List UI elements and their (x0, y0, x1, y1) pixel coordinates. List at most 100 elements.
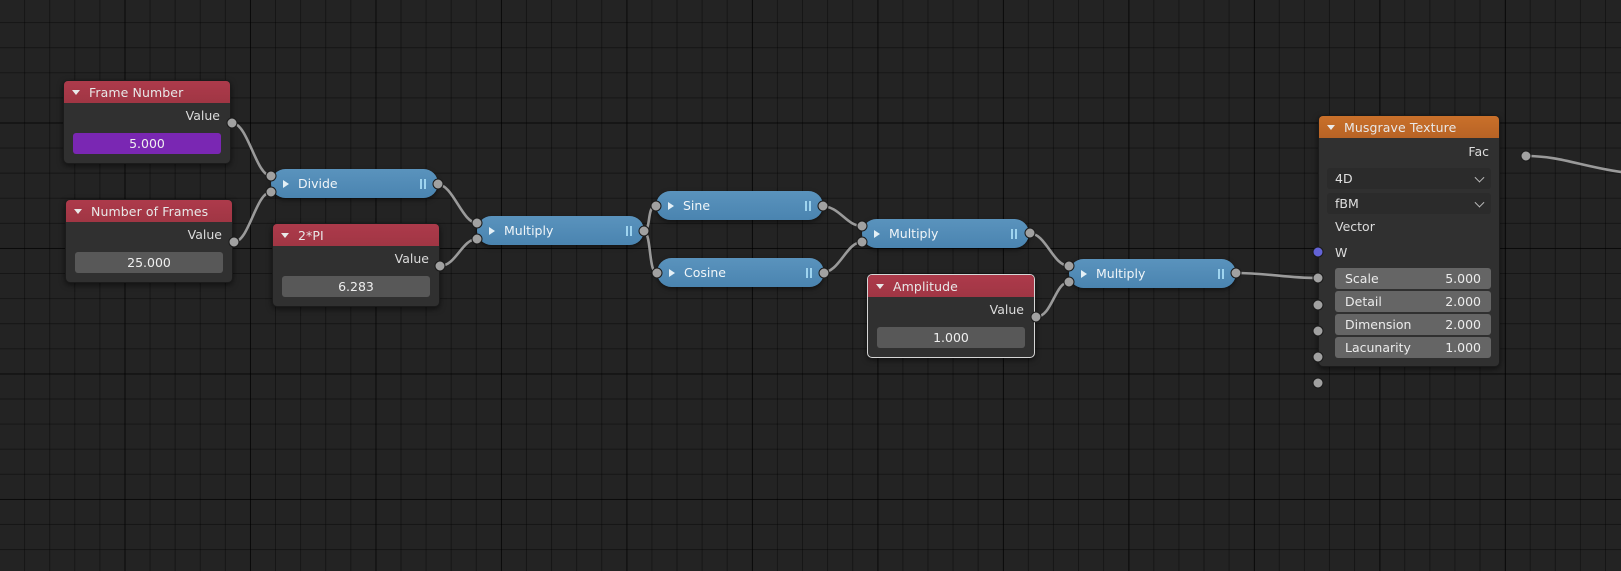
socket-in-divide-b[interactable] (265, 186, 277, 198)
output-label-value: Value (187, 227, 222, 242)
pause-icon (1218, 268, 1224, 279)
node-title: Cosine (684, 265, 726, 280)
dropdown-dimension-value: 4D (1335, 171, 1353, 186)
slider-dimension-label: Dimension (1345, 317, 1412, 332)
socket-in-cosine[interactable] (651, 267, 663, 279)
expand-triangle-icon[interactable] (668, 201, 674, 210)
node-body: Value 1.000 (868, 297, 1034, 348)
output-label-fac: Fac (1468, 144, 1489, 159)
node-header-musgrave-texture[interactable]: Musgrave Texture (1319, 116, 1499, 138)
socket-in-multiply-2-b[interactable] (856, 236, 868, 248)
node-title: Multiply (504, 223, 554, 238)
node-number-of-frames[interactable]: Number of Frames Value 25.000 (65, 199, 233, 283)
slider-detail[interactable]: Detail 2.000 (1335, 291, 1491, 312)
collapse-triangle-icon[interactable] (876, 283, 884, 289)
input-label-w: W (1335, 245, 1348, 260)
node-musgrave-texture[interactable]: Musgrave Texture Fac 4D fBM Vector W Sca… (1318, 115, 1500, 367)
node-body: Value 25.000 (66, 222, 232, 273)
pause-icon (1011, 228, 1017, 239)
slider-detail-value: 2.000 (1445, 294, 1481, 309)
value-field-frame-number[interactable]: 5.000 (73, 133, 221, 154)
node-title: Number of Frames (91, 203, 209, 219)
node-header-amplitude[interactable]: Amplitude (868, 275, 1034, 297)
node-multiply-1[interactable]: Multiply (477, 216, 644, 245)
socket-out-sine[interactable] (817, 200, 829, 212)
socket-out-multiply-3[interactable] (1230, 267, 1242, 279)
value-field-two-pi[interactable]: 6.283 (282, 276, 430, 297)
slider-scale[interactable]: Scale 5.000 (1335, 268, 1491, 289)
pause-icon (420, 178, 426, 189)
socket-out-multiply-1[interactable] (638, 225, 650, 237)
socket-in-musgrave-lacunarity[interactable] (1312, 377, 1324, 389)
node-title: Divide (298, 176, 338, 191)
node-frame-number[interactable]: Frame Number Value 5.000 (63, 80, 231, 164)
socket-in-musgrave-detail[interactable] (1312, 325, 1324, 337)
socket-out-multiply-2[interactable] (1024, 227, 1036, 239)
node-body: Fac 4D fBM Vector W Scale 5.000 Detail 2… (1319, 138, 1499, 358)
socket-out-musgrave-fac[interactable] (1520, 150, 1532, 162)
collapse-triangle-icon[interactable] (74, 208, 82, 214)
slider-scale-value: 5.000 (1445, 271, 1481, 286)
node-header-number-of-frames[interactable]: Number of Frames (66, 200, 232, 222)
socket-out-frame-number-value[interactable] (226, 117, 238, 129)
link-framenumber-divide (230, 121, 273, 178)
link-divide-multiply1 (435, 182, 479, 225)
node-title: Frame Number (89, 84, 184, 100)
slider-dimension[interactable]: Dimension 2.000 (1335, 314, 1491, 335)
dropdown-dimension[interactable]: 4D (1327, 168, 1491, 189)
expand-triangle-icon[interactable] (1081, 269, 1087, 278)
slider-scale-label: Scale (1345, 271, 1379, 286)
socket-out-divide[interactable] (432, 178, 444, 190)
pause-icon (806, 267, 812, 278)
value-field-amplitude[interactable]: 1.000 (877, 327, 1025, 348)
socket-in-multiply-1-b[interactable] (471, 233, 483, 245)
node-title: Multiply (1096, 266, 1146, 281)
socket-in-divide-a[interactable] (265, 170, 277, 182)
node-title: 2*PI (298, 227, 324, 243)
socket-in-musgrave-w[interactable] (1312, 272, 1324, 284)
node-sine[interactable]: Sine (656, 191, 823, 220)
slider-lacunarity[interactable]: Lacunarity 1.000 (1335, 337, 1491, 358)
node-title: Amplitude (893, 278, 958, 294)
node-header-frame-number[interactable]: Frame Number (64, 81, 230, 103)
link-amplitude-multiply3 (1034, 280, 1071, 319)
node-multiply-3[interactable]: Multiply (1069, 259, 1236, 288)
socket-in-musgrave-dimension[interactable] (1312, 351, 1324, 363)
collapse-triangle-icon[interactable] (1327, 124, 1335, 130)
socket-out-number-of-frames-value[interactable] (228, 236, 240, 248)
chevron-down-icon (1474, 197, 1485, 208)
dropdown-type-value: fBM (1335, 196, 1359, 211)
pause-icon (805, 200, 811, 211)
node-cosine[interactable]: Cosine (657, 258, 824, 287)
node-amplitude[interactable]: Amplitude Value 1.000 (867, 274, 1035, 358)
slider-lacunarity-label: Lacunarity (1345, 340, 1411, 355)
socket-out-amplitude-value[interactable] (1030, 311, 1042, 323)
chevron-down-icon (1474, 172, 1485, 183)
expand-triangle-icon[interactable] (489, 226, 495, 235)
socket-out-cosine[interactable] (818, 267, 830, 279)
node-header-two-pi[interactable]: 2*PI (273, 224, 439, 246)
socket-in-multiply-3-a[interactable] (1063, 260, 1075, 272)
socket-out-two-pi-value[interactable] (434, 260, 446, 272)
value-field-number-of-frames[interactable]: 25.000 (75, 252, 223, 273)
dropdown-type[interactable]: fBM (1327, 193, 1491, 214)
socket-in-sine[interactable] (650, 200, 662, 212)
socket-in-multiply-2-a[interactable] (856, 220, 868, 232)
expand-triangle-icon[interactable] (283, 179, 289, 188)
socket-in-multiply-3-b[interactable] (1063, 276, 1075, 288)
expand-triangle-icon[interactable] (874, 229, 880, 238)
collapse-triangle-icon[interactable] (281, 232, 289, 238)
node-title: Multiply (889, 226, 939, 241)
link-musgrave-fac-out (1524, 154, 1621, 174)
node-two-pi[interactable]: 2*PI Value 6.283 (272, 223, 440, 307)
node-multiply-2[interactable]: Multiply (862, 219, 1029, 248)
socket-in-musgrave-scale[interactable] (1312, 299, 1324, 311)
socket-in-multiply-1-a[interactable] (471, 217, 483, 229)
output-label-value: Value (989, 302, 1024, 317)
socket-in-musgrave-vector[interactable] (1312, 246, 1324, 258)
output-label-value: Value (394, 251, 429, 266)
node-divide[interactable]: Divide (271, 169, 438, 198)
expand-triangle-icon[interactable] (669, 268, 675, 277)
collapse-triangle-icon[interactable] (72, 89, 80, 95)
